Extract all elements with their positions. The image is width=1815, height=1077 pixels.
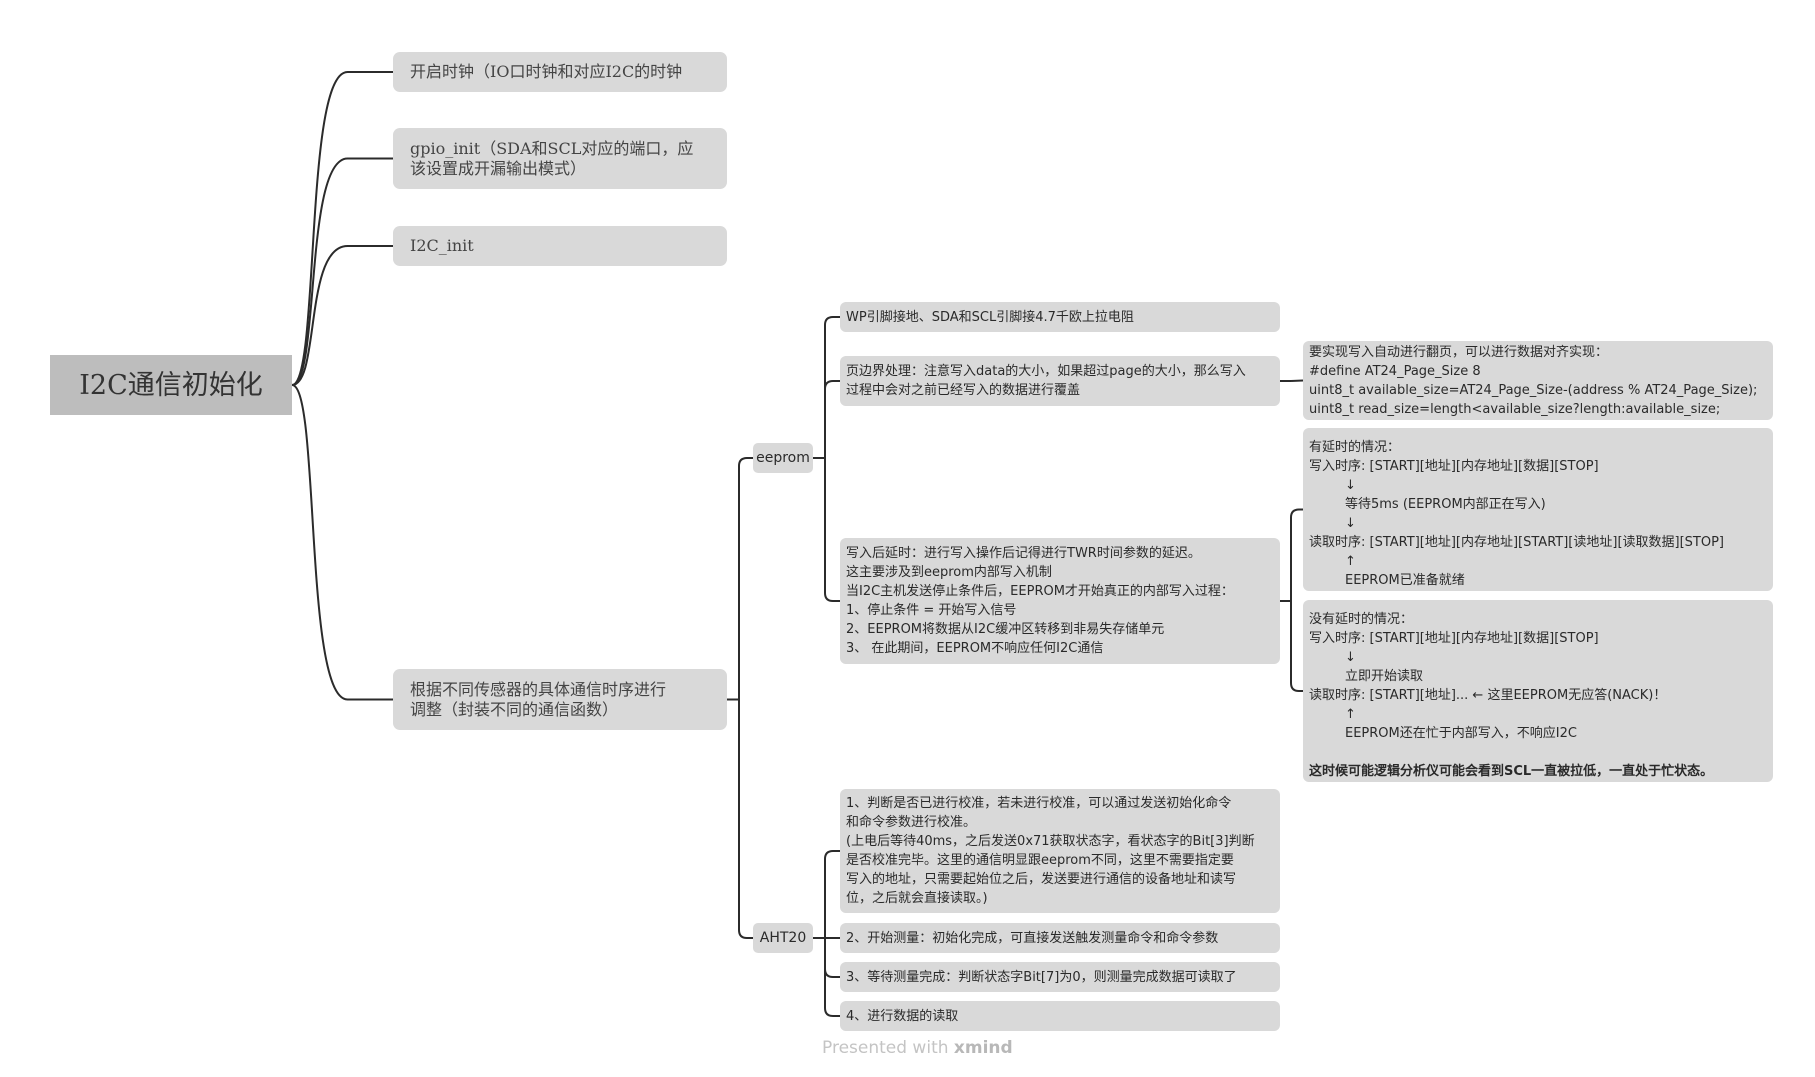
eeprom-item-wiring[interactable]: WP引脚接地、SDA和SCL引脚接4.7千欧上拉电阻 xyxy=(840,302,1280,332)
step-line: 根据不同传感器的具体通信时序进行 xyxy=(410,679,667,699)
bracket-branch-connector xyxy=(1290,508,1303,601)
note-conclusion: 这时候可能逻辑分析仪可能会看到SCL一直被拉低，一直处于忙状态。 xyxy=(1309,764,1714,779)
bracket-branch-connector xyxy=(824,938,840,1017)
bracket-branch-connector xyxy=(738,457,753,700)
note-line: #define AT24_Page_Size 8 xyxy=(1309,363,1481,379)
bracket-branch-connector xyxy=(824,850,840,938)
item-line: 页边界处理：注意写入data的大小，如果超过page的大小，那么写入 xyxy=(846,364,1246,379)
bracket-branch-connector xyxy=(1290,601,1303,692)
item-line: 当I2C主机发送停止条件后，EEPROM才开始真正的内部写入过程： xyxy=(846,584,1234,599)
aht20-item-wait-measure[interactable]: 3、等待测量完成：判断状态字Bit[7]为0，则测量完成数据可读取了 xyxy=(840,962,1280,992)
note-line: 没有延时的情况： xyxy=(1309,612,1414,627)
note-arrow: ↓ xyxy=(1345,478,1356,493)
aht20-label: AHT20 xyxy=(759,929,807,946)
note-arrow: ↑ xyxy=(1345,707,1356,722)
note-line: 有延时的情况： xyxy=(1309,440,1401,455)
item-line: 这主要涉及到eeprom内部写入机制 xyxy=(846,565,1052,580)
bracket-branch-connector xyxy=(824,316,840,458)
item-line: 是否校准完毕。这里的通信明显跟eeprom不同，这里不需要指定要 xyxy=(846,853,1234,868)
item-line: (上电后等待40ms，之后发送0x71获取状态字，看状态字的Bit[3]判断 xyxy=(846,834,1255,849)
item-line: 2、开始测量：初始化完成，可直接发送触发测量命令和命令参数 xyxy=(846,930,1219,946)
item-line: 1、停止条件 = 开始写入信号 xyxy=(846,603,1017,618)
step-enable-clock[interactable]: 开启时钟（IO口时钟和对应I2C的时钟 xyxy=(393,52,727,92)
item-line: 和命令参数进行校准。 xyxy=(846,815,977,830)
bracket-branch-connector xyxy=(738,699,753,939)
note-line: EEPROM还在忙于内部写入，不响应I2C xyxy=(1345,726,1577,741)
note-arrow: ↓ xyxy=(1345,650,1356,665)
step-line: I2C_init xyxy=(410,236,474,255)
with-delay-note[interactable]: 有延时的情况： 写入时序: [START][地址][内存地址][数据][STOP… xyxy=(1303,428,1773,591)
note-line: uint8_t available_size=AT24_Page_Size-(a… xyxy=(1309,382,1758,398)
page-alignment-note[interactable]: 要实现写入自动进行翻页，可以进行数据对齐实现： #define AT24_Pag… xyxy=(1303,341,1773,420)
step-sensor-timing[interactable]: 根据不同传感器的具体通信时序进行 调整（封装不同的通信函数） xyxy=(393,669,727,730)
item-line: 3、等待测量完成：判断状态字Bit[7]为0，则测量完成数据可读取了 xyxy=(846,969,1237,985)
item-line: 2、EEPROM将数据从I2C缓冲区转移到非易失存储单元 xyxy=(846,622,1165,637)
item-line: 过程中会对之前已经写入的数据进行覆盖 xyxy=(846,383,1081,398)
footer-prefix: Presented with xyxy=(822,1038,949,1058)
eeprom-label: eeprom xyxy=(756,449,810,466)
eeprom-node[interactable]: eeprom xyxy=(753,443,813,473)
item-line: 位，之后就会直接读取。) xyxy=(846,891,988,906)
note-arrow: ↑ xyxy=(1345,554,1356,569)
item-line: 1、判断是否已进行校准，若未进行校准，可以通过发送初始化命令 xyxy=(846,796,1232,811)
item-line: 写入的地址，只需要起始位之后，发送要进行通信的设备地址和读写 xyxy=(846,872,1237,887)
aht20-item-calibration[interactable]: 1、判断是否已进行校准，若未进行校准，可以通过发送初始化命令 和命令参数进行校准… xyxy=(840,789,1280,913)
root-branch-connector xyxy=(291,71,393,386)
note-line: 读取时序: [START][地址][内存地址][START][读地址][读取数据… xyxy=(1309,535,1724,550)
item-line: 3、 在此期间，EEPROM不响应任何I2C通信 xyxy=(846,641,1104,656)
root-branch-connector xyxy=(291,384,393,701)
item-line: WP引脚接地、SDA和SCL引脚接4.7千欧上拉电阻 xyxy=(846,309,1134,325)
item-line: 4、进行数据的读取 xyxy=(846,1008,959,1024)
aht20-node[interactable]: AHT20 xyxy=(753,923,813,953)
note-line: 读取时序: [START][地址]... ← 这里EEPROM无应答(NACK)… xyxy=(1309,688,1667,703)
bracket-branch-connector xyxy=(824,380,840,458)
root-label: I2C通信初始化 xyxy=(79,369,263,401)
root-branch-connector xyxy=(291,245,393,386)
aht20-item-read-data[interactable]: 4、进行数据的读取 xyxy=(840,1001,1280,1031)
item-line: 写入后延时：进行写入操作后记得进行TWR时间参数的延迟。 xyxy=(846,546,1201,561)
note-line: 要实现写入自动进行翻页，可以进行数据对齐实现： xyxy=(1309,344,1609,360)
xmind-brand: xmind xyxy=(953,1038,1013,1058)
step-line: 该设置成开漏输出模式） xyxy=(410,158,587,178)
eeprom-item-page-boundary[interactable]: 页边界处理：注意写入data的大小，如果超过page的大小，那么写入 过程中会对… xyxy=(840,356,1280,406)
step-line: 调整（封装不同的通信函数） xyxy=(410,699,619,719)
aht20-item-start-measure[interactable]: 2、开始测量：初始化完成，可直接发送触发测量命令和命令参数 xyxy=(840,923,1280,953)
eeprom-item-write-delay[interactable]: 写入后延时：进行写入操作后记得进行TWR时间参数的延迟。 这主要涉及到eepro… xyxy=(840,538,1280,664)
note-arrow: ↓ xyxy=(1345,516,1356,531)
step-gpio-init[interactable]: gpio_init（SDA和SCL对应的端口，应 该设置成开漏输出模式） xyxy=(393,128,727,189)
note-line: 等待5ms (EEPROM内部正在写入) xyxy=(1345,497,1546,512)
bracket-branch-connector xyxy=(1290,379,1304,382)
step-i2c-init[interactable]: I2C_init xyxy=(393,226,727,266)
step-line: gpio_init（SDA和SCL对应的端口，应 xyxy=(410,138,694,158)
note-line: uint8_t read_size=length<available_size?… xyxy=(1309,401,1721,417)
root-node[interactable]: I2C通信初始化 xyxy=(50,355,292,415)
root-branch-connector xyxy=(291,157,393,386)
note-line: EEPROM已准备就绪 xyxy=(1345,573,1465,588)
note-line: 写入时序: [START][地址][内存地址][数据][STOP] xyxy=(1309,459,1599,474)
bracket-branch-connector xyxy=(824,938,840,978)
step-line: 开启时钟（IO口时钟和对应I2C的时钟 xyxy=(410,62,683,81)
note-blank-line xyxy=(1309,743,1767,762)
note-line: 写入时序: [START][地址][内存地址][数据][STOP] xyxy=(1309,631,1599,646)
note-line: 立即开始读取 xyxy=(1345,669,1424,684)
presented-with-footer: Presented with xmind xyxy=(822,1038,1013,1058)
without-delay-note[interactable]: 没有延时的情况： 写入时序: [START][地址][内存地址][数据][STO… xyxy=(1303,600,1773,782)
bracket-branch-connector xyxy=(824,458,840,602)
